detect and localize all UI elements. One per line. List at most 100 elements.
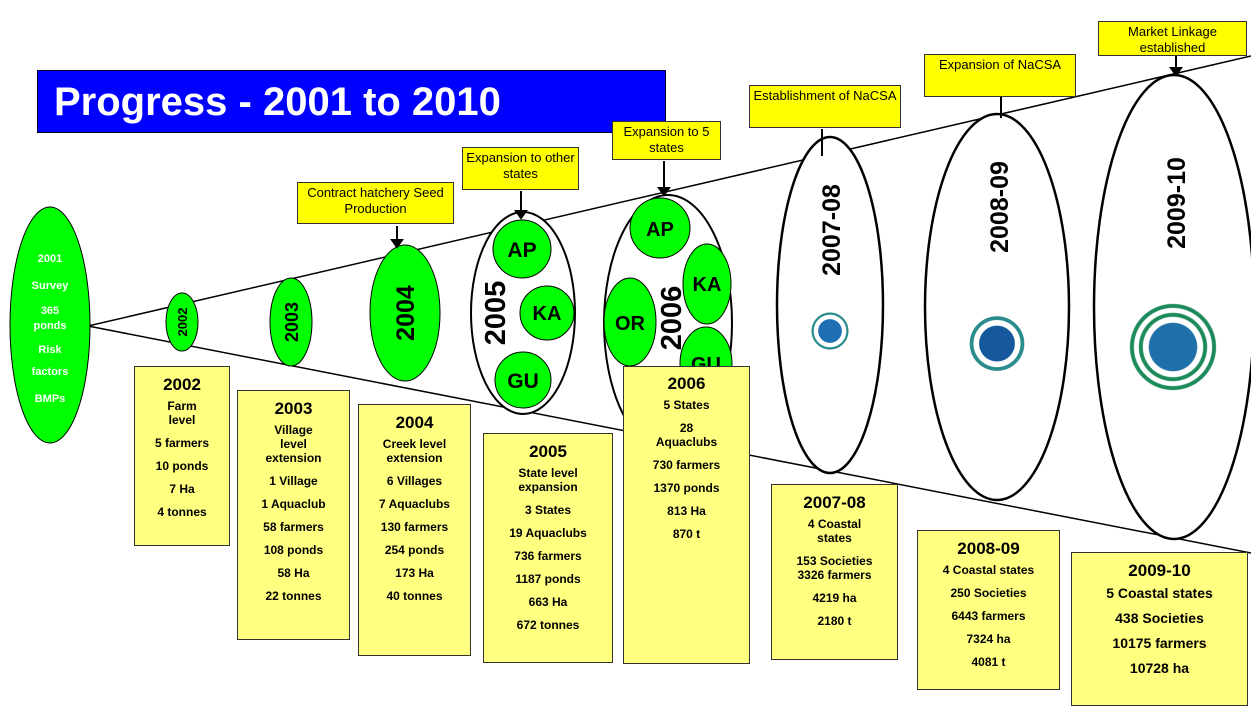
info-box-2005-line-1: State level expansion bbox=[518, 466, 578, 494]
info-box-2005-line-6: 663 Ha bbox=[528, 595, 568, 609]
state-ap-2005 bbox=[492, 219, 552, 279]
nacsa-seal-2007-08 bbox=[800, 298, 860, 358]
info-box-2002: 2002 Farm level 5 farmers 10 ponds 7 Ha … bbox=[134, 366, 230, 546]
info-box-2008-09-line-2: 250 Societies bbox=[950, 586, 1027, 600]
info-box-2007-08-line-3: 4219 ha bbox=[812, 591, 857, 605]
stage-2004-year: 2004 bbox=[392, 285, 420, 341]
page-title: Progress - 2001 to 2010 bbox=[37, 70, 666, 133]
info-box-2009-10-line-2: 438 Societies bbox=[1115, 610, 1204, 626]
info-box-2005-line-4: 736 farmers bbox=[514, 549, 582, 563]
arrow-2006-head bbox=[657, 187, 671, 197]
stage-2003-year: 2003 bbox=[282, 302, 302, 342]
arrow-2009-10-head bbox=[1169, 67, 1183, 77]
info-box-2008-09-line-1: 4 Coastal states bbox=[942, 563, 1035, 577]
arrow-2005-head bbox=[514, 210, 528, 220]
state-or-2006-label: OR bbox=[615, 313, 646, 335]
start-ellipse bbox=[9, 206, 91, 444]
info-box-2007-08-line-2: 153 Societies 3326 farmers bbox=[796, 554, 873, 582]
info-box-2005: 2005 State level expansion 3 States 19 A… bbox=[483, 433, 613, 663]
info-box-2008-09: 2008-09 4 Coastal states 250 Societies 6… bbox=[917, 530, 1060, 690]
info-box-2003-line-4: 58 farmers bbox=[263, 520, 324, 534]
stage-2006-year: 2006 bbox=[656, 286, 688, 351]
info-box-2009-10-header: 2009-10 bbox=[1128, 561, 1191, 580]
callout-2005: Expansion to other states bbox=[462, 147, 579, 190]
nacsa-seal-2008-09 bbox=[956, 296, 1038, 378]
state-ka-2006 bbox=[682, 243, 732, 325]
info-box-2006-line-2: 28 Aquaclubs bbox=[655, 421, 718, 449]
info-box-2006-line-5: 813 Ha bbox=[667, 504, 706, 518]
stage-2008-09-year: 2008-09 bbox=[986, 161, 1014, 253]
funnel-upper-line bbox=[87, 55, 1251, 327]
info-box-2006-header: 2006 bbox=[667, 374, 706, 393]
info-box-2002-header: 2002 bbox=[163, 375, 201, 394]
info-box-2009-10-line-4: 10728 ha bbox=[1129, 660, 1190, 676]
info-box-2007-08-line-4: 2180 t bbox=[817, 614, 852, 628]
callout-2007-08: Establishment of NaCSA bbox=[749, 85, 901, 128]
info-box-2004-line-5: 254 ponds bbox=[384, 543, 445, 557]
info-box-2006-line-6: 870 t bbox=[672, 527, 701, 541]
info-box-2004-header: 2004 bbox=[395, 413, 434, 432]
info-box-2003: 2003 Village level extension 1 Village 1… bbox=[237, 390, 350, 640]
stage-2002-ellipse bbox=[165, 292, 199, 352]
info-box-2004-line-4: 130 farmers bbox=[380, 520, 449, 534]
stage-2002-year: 2002 bbox=[175, 308, 190, 337]
state-ka-2005-label: KA bbox=[533, 303, 562, 325]
info-box-2002-line-4: 7 Ha bbox=[169, 482, 195, 496]
info-box-2005-line-2: 3 States bbox=[524, 503, 572, 517]
info-box-2004: 2004 Creek level extension 6 Villages 7 … bbox=[358, 404, 471, 656]
arrow-2004-head bbox=[390, 239, 404, 249]
info-box-2007-08-header: 2007-08 bbox=[803, 493, 866, 512]
info-box-2004-line-2: 6 Villages bbox=[386, 474, 443, 488]
info-box-2002-line-3: 10 ponds bbox=[155, 459, 209, 473]
info-box-2003-line-6: 58 Ha bbox=[277, 566, 310, 580]
state-ka-2005 bbox=[519, 285, 575, 341]
info-box-2009-10: 2009-10 5 Coastal states 438 Societies 1… bbox=[1071, 552, 1248, 706]
stage-2009-10-year: 2009-10 bbox=[1163, 157, 1191, 249]
state-gu-2005-label: GU bbox=[507, 370, 539, 393]
info-box-2003-line-5: 108 ponds bbox=[263, 543, 324, 557]
info-box-2006-content: 2006 5 States 28 Aquaclubs 730 farmers 1… bbox=[623, 366, 750, 664]
callout-2009-10: Market Linkage established bbox=[1098, 21, 1247, 56]
info-box-2003-line-2: 1 Village bbox=[269, 474, 318, 488]
info-box-2008-09-line-3: 6443 farmers bbox=[951, 609, 1026, 623]
info-box-2005-header: 2005 bbox=[529, 442, 567, 461]
info-box-2006-line-1: 5 States bbox=[663, 398, 710, 412]
start-line-2: Survey bbox=[32, 280, 70, 292]
info-box-2009-10-line-3: 10175 farmers bbox=[1112, 635, 1207, 651]
stage-2005-year: 2005 bbox=[480, 281, 512, 346]
info-box-2005-line-7: 672 tonnes bbox=[516, 618, 580, 632]
start-line-5: Risk bbox=[38, 344, 62, 356]
state-ka-2006-label: KA bbox=[693, 274, 722, 296]
info-box-2004-line-1: Creek level extension bbox=[382, 437, 447, 465]
stage-2004-ellipse bbox=[369, 244, 441, 382]
info-box-2006-line-4: 1370 ponds bbox=[653, 481, 720, 495]
info-box-2006-line-3: 730 farmers bbox=[652, 458, 721, 472]
state-ap-2006 bbox=[629, 197, 691, 259]
info-box-2003-line-3: 1 Aquaclub bbox=[261, 497, 326, 511]
start-line-1: 2001 bbox=[38, 253, 62, 265]
info-box-2005-line-5: 1187 ponds bbox=[515, 572, 581, 586]
start-line-7: BMPs bbox=[35, 393, 66, 405]
info-box-2003-line-1: Village level extension bbox=[265, 423, 322, 465]
nacsa-seal-2009-10 bbox=[1103, 277, 1243, 417]
info-box-2002-line-5: 4 tonnes bbox=[157, 505, 207, 519]
stage-2003-ellipse bbox=[269, 277, 313, 367]
info-box-2003-header: 2003 bbox=[274, 399, 313, 418]
callout-2006: Expansion to 5 states bbox=[612, 121, 721, 160]
start-line-6: factors bbox=[32, 366, 69, 378]
stage-2007-08-year: 2007-08 bbox=[818, 184, 846, 276]
info-box-2008-09-line-5: 4081 t bbox=[971, 655, 1006, 669]
info-box-2006 bbox=[623, 366, 750, 664]
info-box-2004-line-6: 173 Ha bbox=[395, 566, 434, 580]
info-box-2004-line-3: 7 Aquaclubs bbox=[379, 497, 450, 511]
info-box-2005-line-3: 19 Aquaclubs bbox=[509, 526, 587, 540]
callout-2004: Contract hatchery Seed Production bbox=[297, 182, 454, 224]
info-box-2007-08: 2007-08 4 Coastal states 153 Societies 3… bbox=[771, 484, 898, 660]
info-box-2004-line-7: 40 tonnes bbox=[386, 589, 443, 603]
info-box-2002-line-1: Farm level bbox=[167, 399, 197, 427]
info-box-2002-line-2: 5 farmers bbox=[154, 436, 210, 450]
info-box-2009-10-line-1: 5 Coastal states bbox=[1106, 585, 1213, 601]
start-line-4: ponds bbox=[34, 320, 67, 332]
callout-2008-09: Expansion of NaCSA bbox=[924, 54, 1076, 97]
info-box-2007-08-line-1: 4 Coastal states bbox=[807, 517, 862, 545]
